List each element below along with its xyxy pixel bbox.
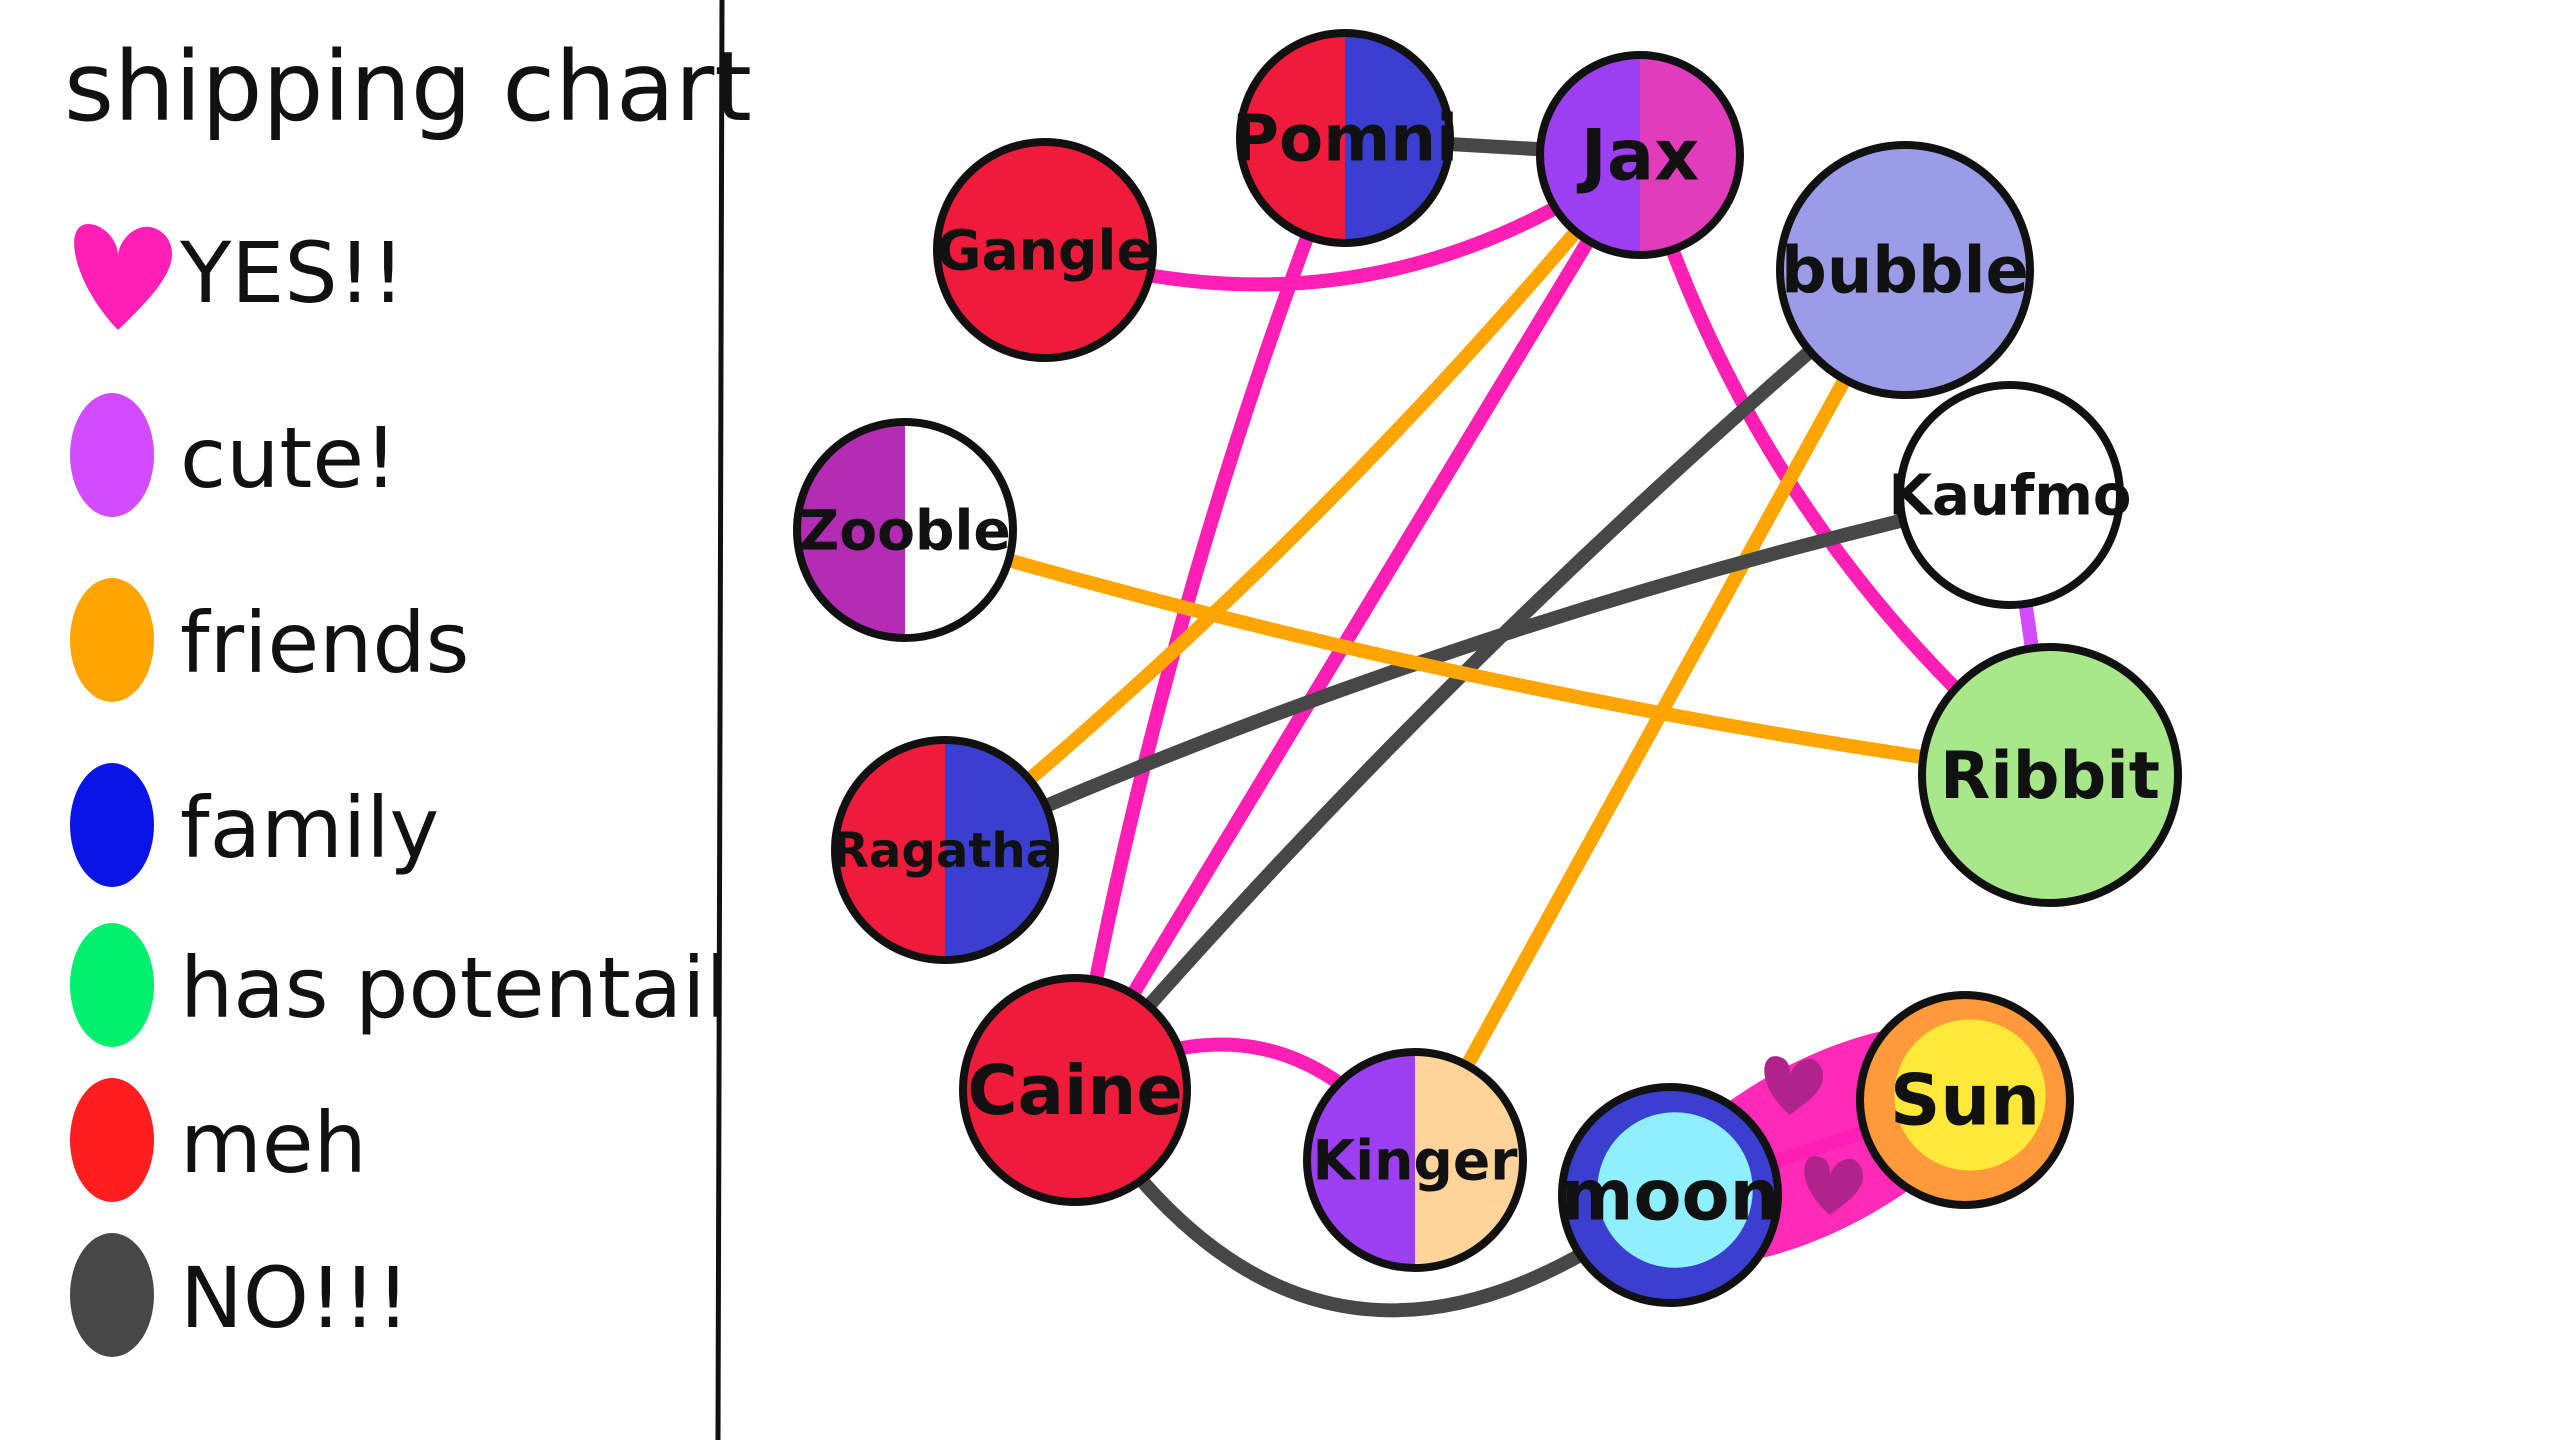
node-label: Ribbit: [1940, 738, 2160, 814]
node-zooble: Zooble: [797, 422, 1013, 638]
legend-swatch: [70, 763, 154, 887]
node-bubble: bubble: [1780, 145, 2030, 395]
node-label: Gangle: [936, 219, 1154, 283]
heart-icon: [74, 224, 172, 330]
node-gangle: Gangle: [936, 142, 1154, 358]
node-jax: Jax: [1540, 55, 1740, 255]
legend-item-potential: has potentail: [70, 923, 729, 1047]
node-kinger: Kinger: [1307, 1052, 1523, 1268]
node-label: Ragatha: [832, 823, 1058, 879]
node-label: Kaufmo: [1889, 464, 2132, 529]
legend-label: cute!: [180, 409, 398, 507]
node-label: Kinger: [1312, 1129, 1518, 1193]
legend-label: family: [180, 779, 439, 877]
legend-item-yes: YES!!: [74, 224, 405, 330]
legend-swatch: [70, 1233, 154, 1357]
node-label: Caine: [967, 1051, 1183, 1131]
legend: YES!! cute! friends family has potentail mehN…: [70, 224, 729, 1357]
legend-swatch: [70, 1078, 154, 1202]
legend-label: YES!!: [179, 224, 405, 322]
node-label: Zooble: [799, 499, 1011, 563]
legend-item-no: NO!!!: [70, 1233, 410, 1357]
legend-item-friends: friends: [70, 578, 469, 702]
legend-swatch: [70, 578, 154, 702]
legend-label: NO!!!: [180, 1249, 410, 1347]
node-sun: Sun: [1860, 995, 2070, 1205]
legend-item-cute: cute!: [70, 393, 398, 517]
legend-label: has potentail: [180, 939, 729, 1037]
node-label: moon: [1561, 1155, 1780, 1237]
node-label: Jax: [1577, 115, 1699, 197]
node-caine: Caine: [963, 978, 1187, 1202]
chart-title: shipping chart: [64, 31, 752, 143]
node-pomni: Pomni: [1232, 33, 1458, 243]
legend-item-family: family: [70, 763, 439, 887]
node-moon: moon: [1561, 1087, 1780, 1303]
legend-label: friends: [180, 594, 469, 692]
legend-label: meh: [180, 1094, 367, 1192]
node-kaufmo: Kaufmo: [1889, 385, 2132, 605]
legend-item-meh: meh: [70, 1078, 367, 1202]
node-label: Pomni: [1232, 102, 1458, 177]
legend-swatch: [70, 393, 154, 517]
legend-swatch: [70, 923, 154, 1047]
divider-line: [718, 0, 722, 1440]
node-label: bubble: [1781, 234, 2029, 308]
node-ribbit: Ribbit: [1922, 647, 2178, 903]
node-ragatha: Ragatha: [832, 740, 1058, 960]
node-label: Sun: [1890, 1060, 2040, 1142]
